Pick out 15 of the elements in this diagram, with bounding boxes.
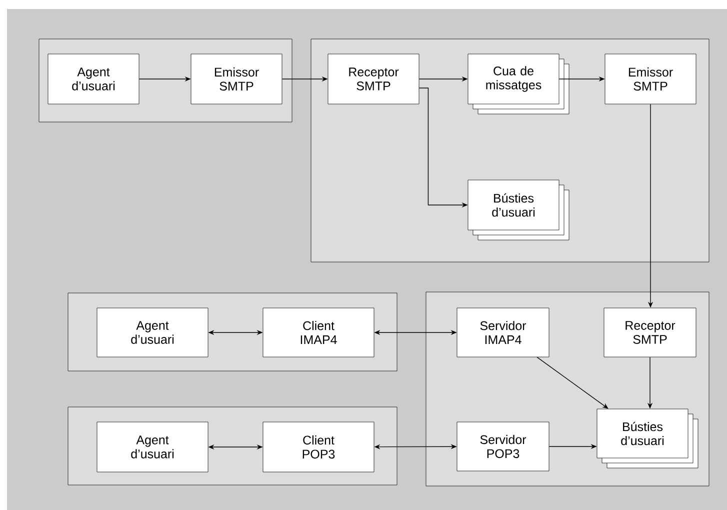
process-box: Emissor SMTP: [190, 54, 282, 104]
process-box: Agent d’usuari: [48, 54, 140, 104]
stacked-box: Cua de missatges: [468, 54, 570, 114]
process-box: Receptor SMTP: [328, 54, 420, 104]
process-box: Client IMAP4: [262, 308, 374, 358]
process-box: Servidor IMAP4: [456, 308, 550, 358]
arrow: [536, 356, 608, 409]
process-box: Agent d’usuari: [96, 308, 208, 358]
stacked-box: Bústies d’usuari: [468, 180, 570, 240]
process-box: Agent d’usuari: [96, 422, 208, 472]
process-box: Client POP3: [262, 422, 374, 472]
process-box: Emissor SMTP: [604, 54, 696, 104]
process-box: Receptor SMTP: [604, 308, 696, 358]
stacked-box: Bústies d’usuari: [596, 408, 698, 468]
process-box: Servidor POP3: [456, 422, 550, 472]
